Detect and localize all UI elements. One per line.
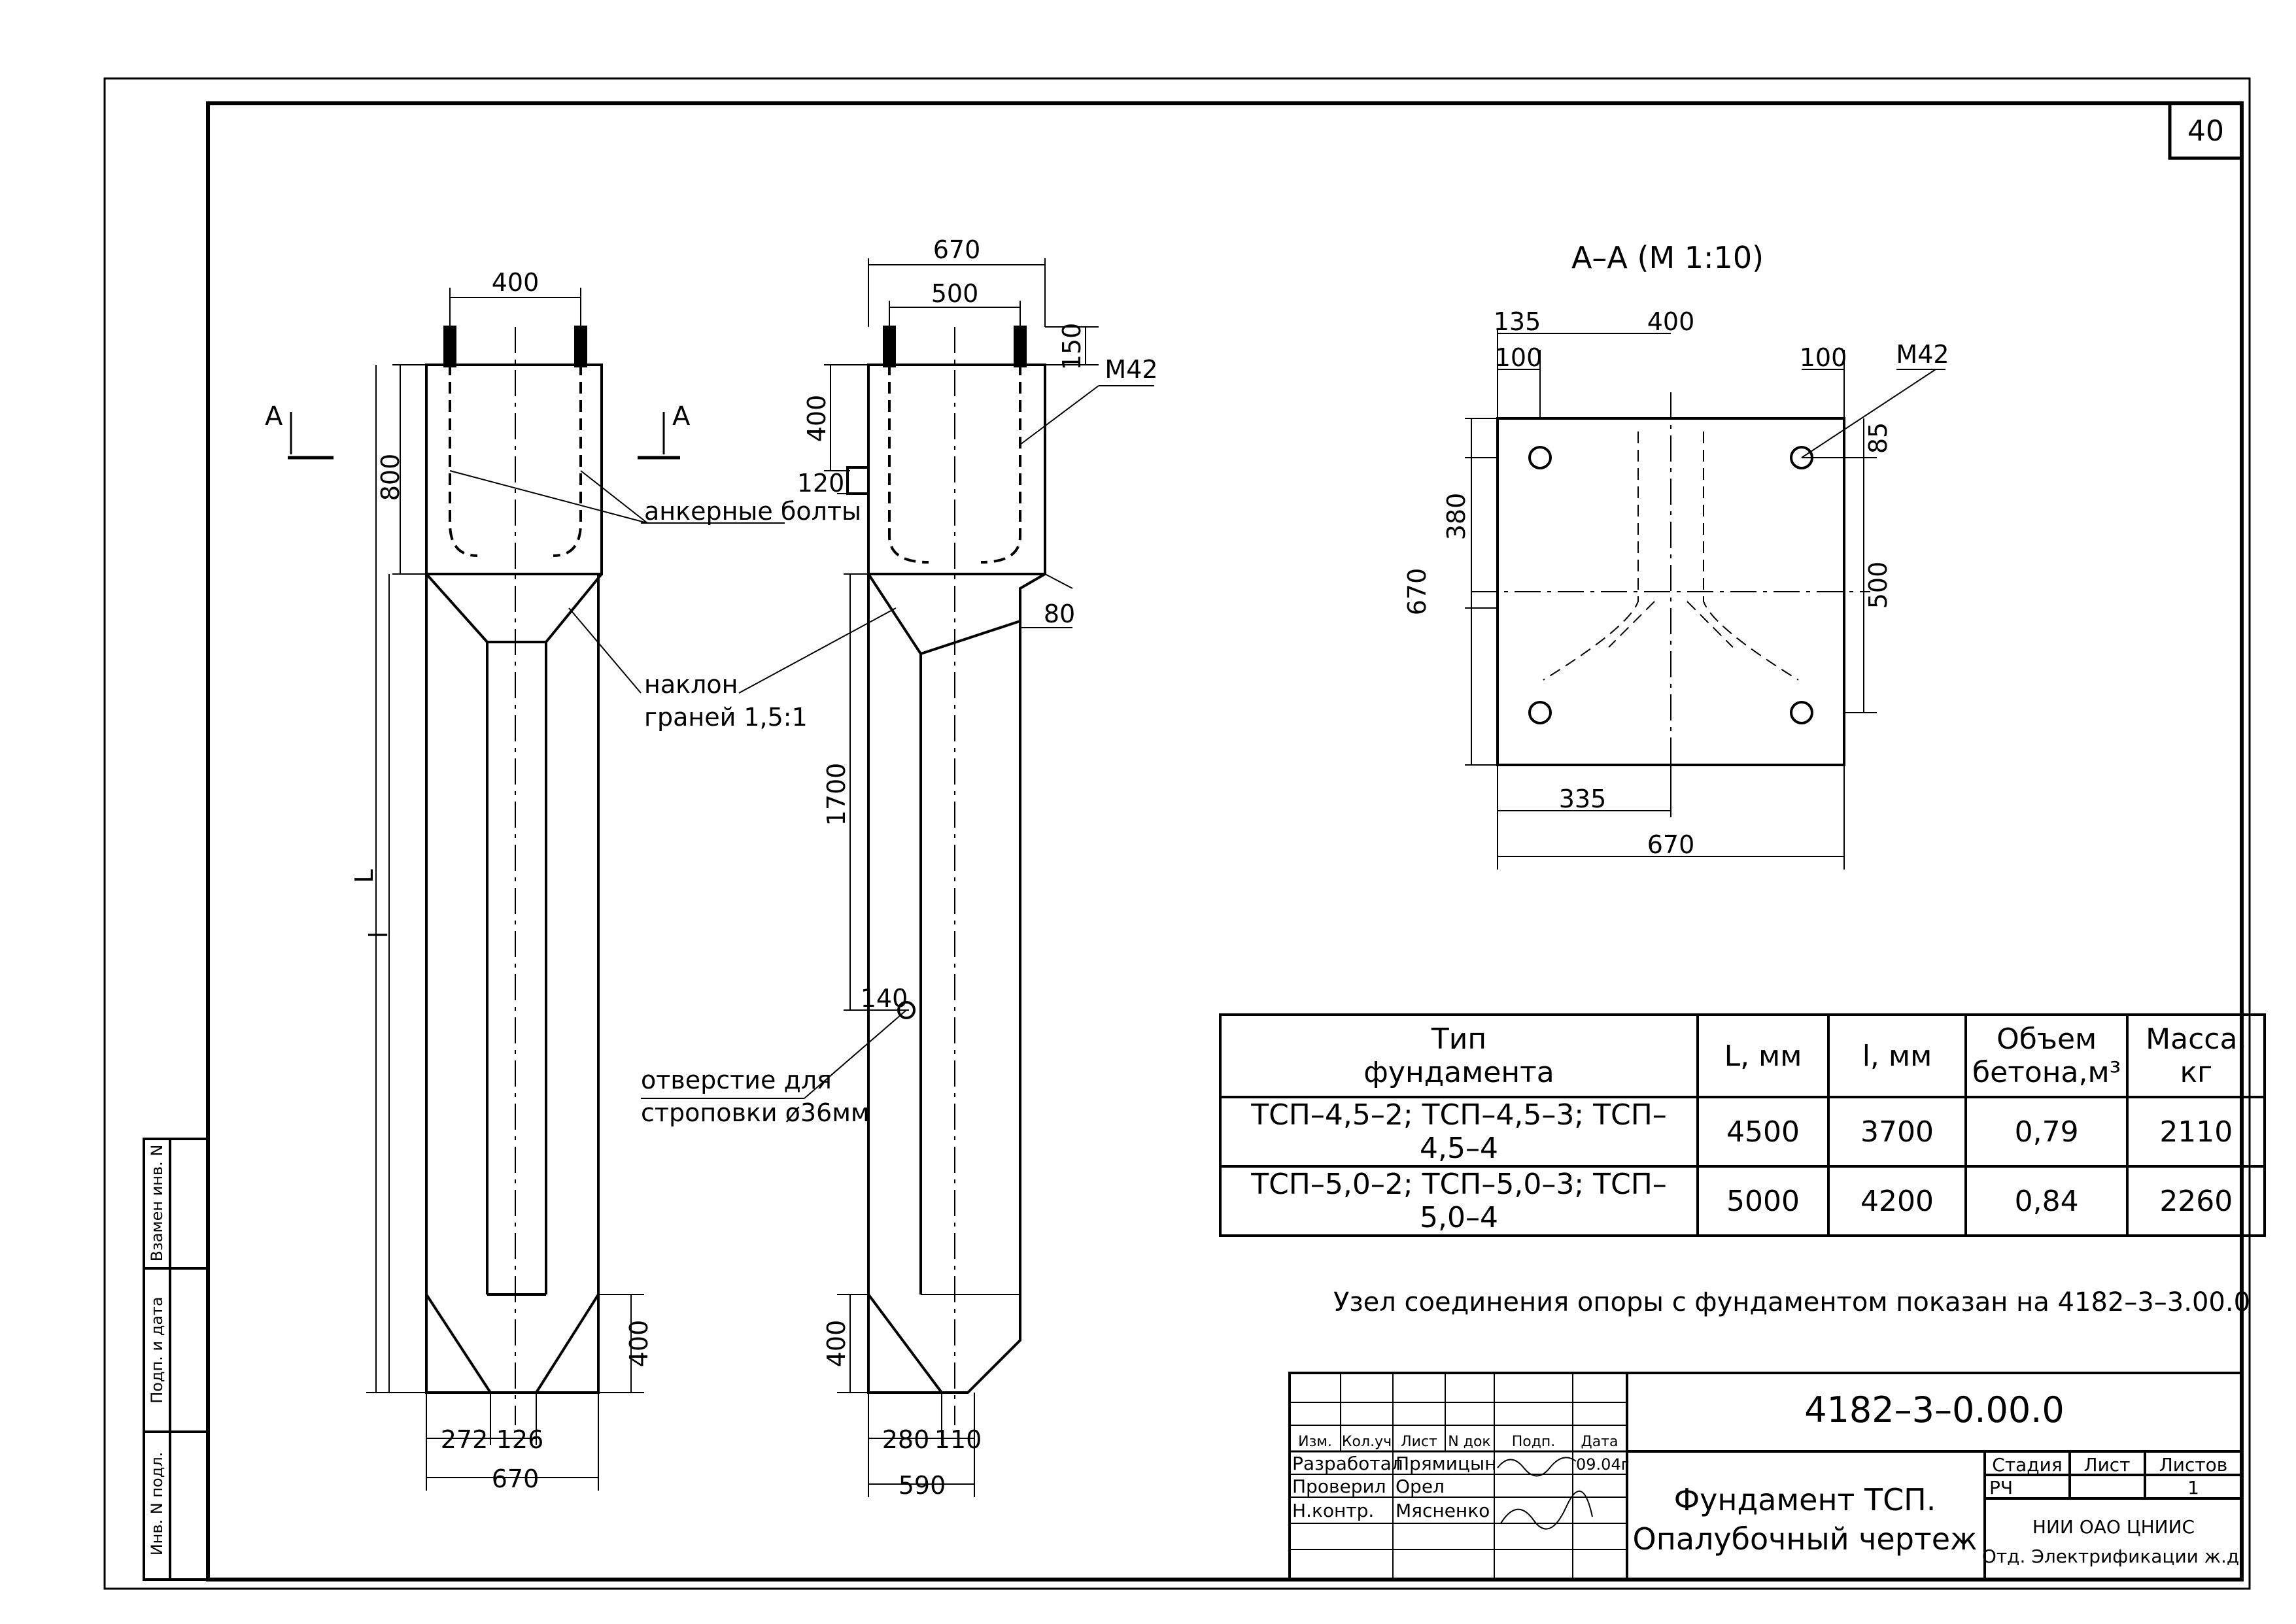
dim-side-400-bottom: 400 <box>822 1320 851 1368</box>
th-L: L, мм <box>1696 1013 1830 1098</box>
th-mass: Масса,кг <box>2126 1013 2267 1098</box>
stage-value: РЧ <box>1989 1477 2013 1498</box>
role-checked: Проверил <box>1292 1476 1386 1497</box>
section-marker-right: A <box>672 401 691 431</box>
org-line-1: НИИ ОАО ЦНИИС <box>2032 1516 2195 1538</box>
cell-l-1: 3700 <box>1827 1096 1967 1168</box>
col-data: Дата <box>1581 1434 1619 1450</box>
org-line-2: Отд. Электрификации ж.д. <box>1982 1546 2245 1567</box>
dim-front-800: 800 <box>376 454 405 501</box>
doc-title-1: Фундамент ТСП. <box>1674 1482 1936 1517</box>
col-koluch: Кол.уч <box>1342 1434 1392 1450</box>
side-view <box>641 258 1154 1497</box>
dim-front-L: L <box>350 869 379 883</box>
dim-side-110: 110 <box>934 1425 982 1454</box>
dim-side-1700: 1700 <box>822 763 851 826</box>
label-m42-plan: M42 <box>1896 340 1949 369</box>
signature-scribbles <box>1497 1457 1593 1530</box>
name-norm: Мясненко <box>1396 1500 1490 1521</box>
note-text: Узел соединения опоры с фундаментом пока… <box>1333 1287 2250 1317</box>
cell-mass-1: 2110 <box>2126 1096 2267 1168</box>
role-norm: Н.контр. <box>1292 1500 1374 1521</box>
front-view <box>288 288 785 1491</box>
dim-plan-670-left: 670 <box>1403 568 1431 616</box>
cell-L-2: 5000 <box>1696 1165 1830 1237</box>
dim-plan-380: 380 <box>1442 493 1471 541</box>
dim-plan-135: 135 <box>1494 307 1541 336</box>
dim-side-590: 590 <box>899 1471 946 1500</box>
section-marker-left: A <box>265 401 283 431</box>
cell-mass-2: 2260 <box>2126 1165 2267 1237</box>
dim-plan-400: 400 <box>1647 307 1695 336</box>
date-developed: 09.04г <box>1576 1455 1629 1474</box>
inner-frame <box>206 101 2244 1582</box>
label-m42-side: M42 <box>1105 355 1157 384</box>
callout-hole-2: строповки ø36мм <box>641 1098 870 1127</box>
doc-code: 4182–3–0.00.0 <box>1804 1389 2065 1430</box>
dim-side-80: 80 <box>1044 600 1075 628</box>
cell-volume-1: 0,79 <box>1964 1096 2129 1168</box>
dim-front-670: 670 <box>492 1464 540 1493</box>
callout-hole-1: отверстие для <box>641 1066 832 1094</box>
cell-l-2: 4200 <box>1827 1165 1967 1237</box>
dim-side-400: 400 <box>802 395 831 443</box>
side-stamp <box>143 1138 209 1581</box>
doc-title-2: Опалубочный чертеж <box>1633 1521 1978 1557</box>
dim-plan-670-bottom: 670 <box>1647 830 1695 859</box>
sheets-header: Листов <box>2159 1454 2228 1476</box>
dim-side-140: 140 <box>861 984 908 1013</box>
name-checked: Орел <box>1396 1476 1445 1497</box>
sheet-header: Лист <box>2084 1454 2131 1476</box>
col-ndok: N док <box>1448 1434 1490 1450</box>
cell-type-2: ТСП–5,0–2; ТСП–5,0–3; ТСП–5,0–4 <box>1219 1165 1699 1237</box>
stamp-field-3: Инв. N подл. <box>148 1452 166 1556</box>
col-podp: Подп. <box>1512 1434 1556 1450</box>
cell-type-1: ТСП–4,5–2; ТСП–4,5–3; ТСП–4,5–4 <box>1219 1096 1699 1168</box>
callout-slope-1: наклон <box>644 670 738 699</box>
dim-plan-500: 500 <box>1864 562 1893 609</box>
table-row: ТСП–5,0–2; ТСП–5,0–3; ТСП–5,0–4 5000 420… <box>1219 1165 2267 1237</box>
outer-border <box>103 77 2251 1590</box>
sheet-number-box <box>2168 101 2244 160</box>
cell-volume-2: 0,84 <box>1964 1165 2129 1237</box>
dim-front-400-bottom: 400 <box>625 1320 653 1368</box>
dim-front-126: 126 <box>496 1425 544 1454</box>
dim-plan-85: 85 <box>1864 422 1893 454</box>
cell-L-1: 4500 <box>1696 1096 1830 1168</box>
col-izm: Изм. <box>1298 1434 1332 1450</box>
dim-front-272: 272 <box>441 1425 488 1454</box>
dim-front-400: 400 <box>492 268 540 297</box>
dim-plan-100-right: 100 <box>1800 343 1847 372</box>
role-developed: Разработал <box>1292 1453 1403 1474</box>
dim-side-280: 280 <box>882 1425 930 1454</box>
th-l: l, мм <box>1827 1013 1967 1098</box>
title-block <box>1288 1372 2243 1581</box>
callout-slope-2: граней 1,5:1 <box>644 703 808 732</box>
sheet-number: 40 <box>2187 114 2224 148</box>
dim-plan-335: 335 <box>1559 785 1607 813</box>
section-title: A–A (M 1:10) <box>1571 240 1764 275</box>
stage-header: Стадия <box>1992 1454 2062 1476</box>
dim-front-l: l <box>364 932 393 939</box>
col-list: Лист <box>1401 1434 1437 1450</box>
dim-side-500: 500 <box>931 279 979 308</box>
name-developed: Прямицын <box>1396 1453 1496 1474</box>
table-row: ТСП–4,5–2; ТСП–4,5–3; ТСП–4,5–4 4500 370… <box>1219 1096 2267 1168</box>
dim-side-670: 670 <box>933 235 981 264</box>
dim-side-120: 120 <box>797 469 845 498</box>
stamp-field-2: Подп. и дата <box>148 1296 166 1404</box>
sheets-value: 1 <box>2187 1477 2199 1498</box>
plan-section <box>1465 330 1945 870</box>
dim-side-150: 150 <box>1057 323 1086 371</box>
stamp-field-1: Взамен инв. N <box>148 1145 166 1262</box>
callout-anchor-bolts: анкерные болты <box>644 497 861 526</box>
dim-plan-100-left: 100 <box>1495 343 1543 372</box>
